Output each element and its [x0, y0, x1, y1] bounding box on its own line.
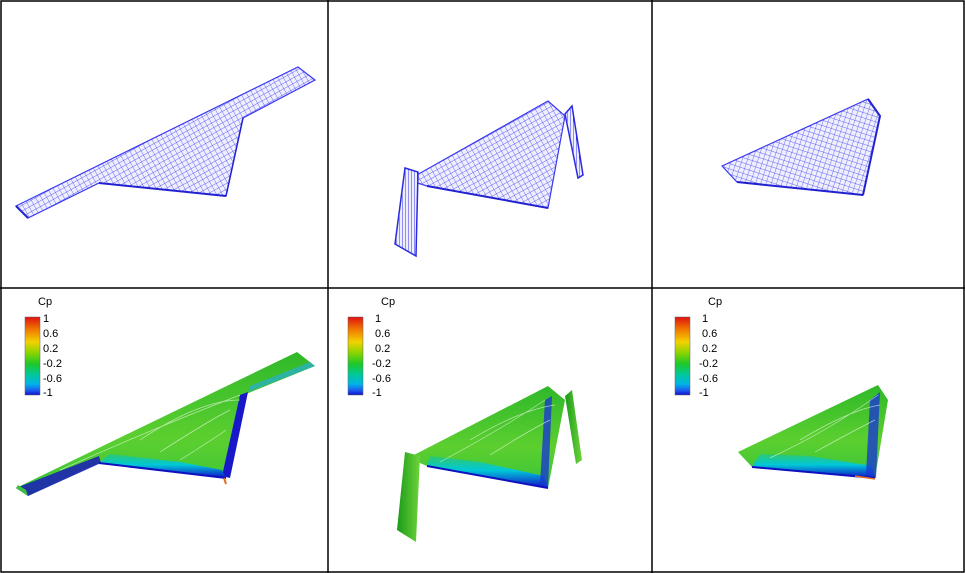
- cp-tick-6: -1: [699, 387, 709, 399]
- cp-panel-1: [16, 352, 315, 496]
- cp-legend-2: Cp 1 0.6 0.2 -0.2 -0.6 -1: [347, 296, 395, 399]
- mesh-panel-1: [14, 66, 317, 219]
- cp-tick-1: 1: [43, 313, 49, 325]
- cp-tick-4: -0.2: [372, 358, 391, 370]
- cp-tick-3: 0.2: [702, 343, 717, 355]
- cp-legend-3: Cp 1 0.6 0.2 -0.2 -0.6 -1: [674, 296, 722, 399]
- cp-tick-2: 0.6: [702, 328, 717, 340]
- cp-tick-1: 1: [375, 313, 381, 325]
- cp-tick-5: -0.6: [699, 373, 718, 385]
- mesh-panel-3: [720, 98, 882, 196]
- mesh-panel-2: [394, 100, 584, 258]
- cp-legend-title: Cp: [708, 296, 722, 308]
- cp-tick-6: -1: [372, 387, 382, 399]
- cp-legend-title: Cp: [38, 296, 52, 308]
- cp-legend-title: Cp: [381, 296, 395, 308]
- cp-tick-5: -0.6: [372, 373, 391, 385]
- cp-tick-5: -0.6: [43, 373, 62, 385]
- cp-panel-2: [397, 386, 582, 542]
- cp-tick-2: 0.6: [43, 328, 58, 340]
- cp-tick-6: -1: [43, 387, 53, 399]
- cp-tick-4: -0.2: [43, 358, 62, 370]
- cp-tick-4: -0.2: [699, 358, 718, 370]
- cp-tick-3: 0.2: [375, 343, 390, 355]
- cp-legend-1: Cp 1 0.6 0.2 -0.2 -0.6 -1: [24, 296, 62, 399]
- cp-panel-3: [738, 385, 888, 480]
- cp-tick-3: 0.2: [43, 343, 58, 355]
- cp-tick-1: 1: [702, 313, 708, 325]
- cp-tick-2: 0.6: [375, 328, 390, 340]
